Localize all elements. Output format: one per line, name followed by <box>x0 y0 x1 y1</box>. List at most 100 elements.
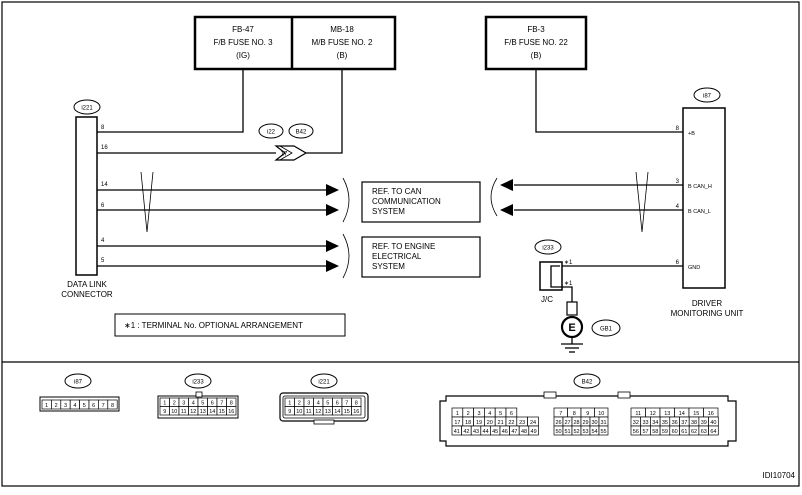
conn-i221-cell <box>351 406 362 416</box>
relay-pin: 17 <box>281 152 288 158</box>
conn-b42-pin: 11 <box>635 411 641 417</box>
fuse-mb18-line2: M/B FUSE NO. 2 <box>312 38 373 47</box>
figure-id: IDI10704 <box>763 471 796 480</box>
relay-code-1: i22 <box>267 130 276 136</box>
conn-b42-pin: 28 <box>573 420 579 426</box>
conn-i221-pin: 3 <box>307 400 310 406</box>
twisted-pair-marks <box>140 171 649 233</box>
conn-b42-bubble <box>573 373 601 389</box>
conn-i221-pin: 8 <box>355 400 358 406</box>
dlc-name-line2: CONNECTOR <box>61 290 113 299</box>
wire-set <box>97 69 683 267</box>
arrow-set <box>326 177 513 279</box>
conn-i87-pin: 7 <box>102 403 105 409</box>
jc-code: i233 <box>542 246 554 252</box>
ref-engine-line3: SYSTEM <box>372 262 405 271</box>
conn-b42-pin: 62 <box>691 429 697 435</box>
conn-b42-pin: 16 <box>708 411 714 417</box>
conn-b42-pin: 52 <box>573 429 579 435</box>
dmu-signal-canl: B CAN_L <box>688 209 711 215</box>
conn-b42-pin: 13 <box>664 411 670 417</box>
conn-i233-pin: 4 <box>192 400 195 406</box>
conn-b42-pin: 39 <box>701 420 707 426</box>
ref-engine-box: REF. TO ENGINE ELECTRICAL SYSTEM <box>361 236 481 278</box>
dmu-pin-8: 8 <box>676 126 680 132</box>
dmu-pin-4: 4 <box>676 204 680 210</box>
conn-b42-pin: 29 <box>582 420 588 426</box>
conn-b42-pin: 63 <box>701 429 707 435</box>
dlc-pin-8: 8 <box>101 125 105 131</box>
conn-i233-key <box>195 391 203 398</box>
ground-symbol: E GB1 <box>560 301 621 353</box>
conn-i221-label: i221 <box>318 380 330 386</box>
dmu-signal-canh: B CAN_H <box>688 184 712 190</box>
conn-i87-pin: 5 <box>83 403 86 409</box>
dlc-pin-6: 6 <box>101 203 105 209</box>
conn-b42-pin: 44 <box>483 429 489 435</box>
conn-b42-pin: 42 <box>463 429 469 435</box>
conn-b42-pin: 8 <box>573 411 576 417</box>
conn-b42-cell <box>598 425 609 436</box>
ground-symbol-label: E <box>568 322 575 334</box>
conn-b42-pin: 32 <box>633 420 639 426</box>
conn-b42-pin: 35 <box>662 420 668 426</box>
conn-b42-pin: 12 <box>650 411 656 417</box>
conn-b42-pin: 36 <box>672 420 678 426</box>
conn-i233-pin: 10 <box>171 409 177 415</box>
conn-b42-pin: 61 <box>681 429 687 435</box>
conn-i221-pin: 11 <box>306 409 312 415</box>
conn-i233-pin: 12 <box>190 409 196 415</box>
fuse-fb3-line2: F/B FUSE NO. 22 <box>504 38 568 47</box>
conn-i233-pin: 2 <box>173 400 176 406</box>
conn-b42-key-1 <box>543 391 557 399</box>
conn-i221-pin: 2 <box>298 400 301 406</box>
conn-b42-pin: 31 <box>600 420 606 426</box>
note-box: ∗1 : TERMINAL No. OPTIONAL ARRANGEMENT <box>114 313 346 337</box>
conn-b42-pin: 2 <box>467 411 470 417</box>
conn-b42-pin: 53 <box>582 429 588 435</box>
conn-b42-pin: 19 <box>476 420 482 426</box>
conn-i87-pin: 2 <box>55 403 58 409</box>
conn-b42-pin: 55 <box>600 429 606 435</box>
conn-i233-label: i233 <box>192 380 204 386</box>
ref-can-line3: SYSTEM <box>372 207 405 216</box>
wire-mb18 <box>306 69 343 154</box>
ref-engine-line1: REF. TO ENGINE <box>372 242 435 251</box>
data-link-connector: i221 DATA LINK CONNECTOR 8 16 14 6 4 5 <box>61 99 113 299</box>
fuse-mb18-line1: MB-18 <box>330 25 354 34</box>
note-text: ∗1 : TERMINAL No. OPTIONAL ARRANGEMENT <box>124 321 303 330</box>
conn-i233-bubble <box>184 373 212 389</box>
conn-b42-pin: 45 <box>492 429 498 435</box>
conn-b42-pin: 17 <box>454 420 460 426</box>
conn-b42-cell <box>528 425 539 436</box>
conn-i221-pin: 14 <box>334 409 340 415</box>
conn-b42-pin: 41 <box>454 429 460 435</box>
dmu-code: i87 <box>703 94 712 100</box>
conn-b42-pin: 37 <box>681 420 687 426</box>
conn-i233-pin: 7 <box>220 400 223 406</box>
conn-b42-pin: 40 <box>710 420 716 426</box>
joint-connector: i233 ∗1 ∗1 J/C <box>534 239 573 304</box>
conn-b42-pin: 27 <box>564 420 570 426</box>
conn-b42-pin: 5 <box>499 411 502 417</box>
fuse-fb3-line1: FB-3 <box>527 25 545 34</box>
conn-b42-pin: 48 <box>521 429 527 435</box>
conn-b42-pin: 50 <box>555 429 561 435</box>
fuse-fb47-line3: (IG) <box>236 51 250 60</box>
relay-code-2: B42 <box>296 130 307 136</box>
conn-b42-pin: 49 <box>531 429 537 435</box>
jc-label: J/C <box>541 295 553 304</box>
conn-i233-pin: 5 <box>201 400 204 406</box>
dlc-pin-4: 4 <box>101 238 105 244</box>
conn-i233-pin: 8 <box>230 400 233 406</box>
conn-i233-pin: 3 <box>182 400 185 406</box>
conn-i87-cell <box>107 399 118 410</box>
conn-b42-cell <box>708 425 719 436</box>
conn-b42-pin: 23 <box>519 420 525 426</box>
conn-i87-pin: 1 <box>45 403 48 409</box>
conn-b42-pin: 18 <box>465 420 471 426</box>
conn-b42-pin: 58 <box>652 429 658 435</box>
conn-i87-bubble <box>64 373 92 389</box>
dmu-name-line2: MONITORING UNIT <box>671 309 744 318</box>
